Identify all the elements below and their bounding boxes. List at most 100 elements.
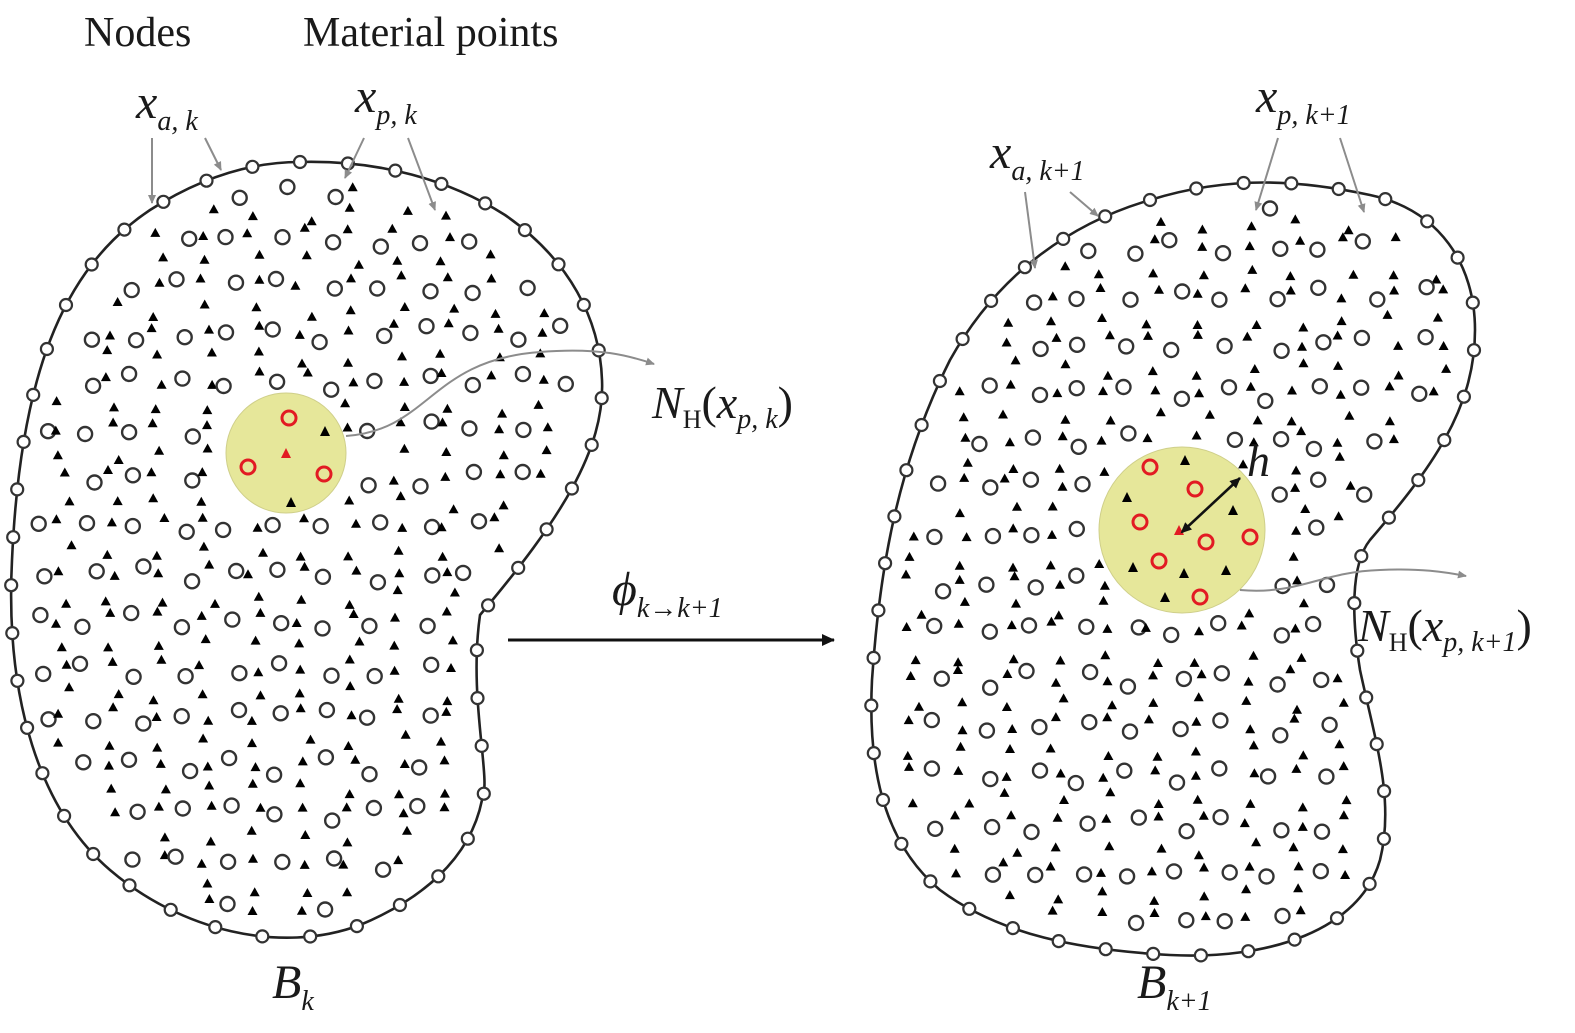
grid-node-marker [1173,390,1191,407]
material-point-marker [1012,847,1023,857]
material-point-marker [253,346,264,356]
boundary-node-marker [6,530,21,545]
grid-node-marker [557,375,574,393]
neighborhood-leader-arrow [1239,568,1467,592]
grid-node-marker [461,420,478,437]
material-point-marker [1236,620,1247,630]
material-point-marker [1107,700,1118,710]
material-point-marker [296,905,307,915]
material-point-marker [1097,313,1107,322]
material-point-marker [1393,370,1404,380]
grid-node-marker [1161,231,1178,249]
material-point-marker [1095,283,1106,292]
material-point-marker [346,710,357,720]
right-body-boundary-nodes [864,175,1482,963]
material-point-marker [1155,407,1166,417]
left-node-label: xa, k [135,76,198,137]
grid-node-marker [224,611,241,628]
material-point-marker [202,405,213,415]
material-point-marker [1297,821,1308,831]
material-point-marker [202,878,213,888]
material-point-marker [1252,415,1263,425]
material-point-marker [305,734,316,744]
grid-node-marker [127,332,145,349]
boundary-node-marker [1369,736,1384,752]
grid-node-marker [1369,291,1386,308]
material-point-marker [150,404,161,414]
material-point-marker [1432,312,1443,322]
grid-node-marker [923,760,941,777]
grid-node-marker [314,620,331,637]
point-leader-arrow [344,137,365,179]
material-point-marker [197,467,208,477]
grid-node-marker [183,573,201,590]
left-body-outline [9,160,604,940]
material-point-marker [208,204,219,214]
material-point-marker [1244,861,1255,871]
material-point-marker [1097,907,1108,916]
material-point-marker [1008,523,1019,533]
boundary-node-marker [58,297,74,313]
material-point-marker [1146,866,1157,876]
material-point-marker [1009,571,1020,581]
material-point-marker [999,473,1010,483]
material-point-marker [1248,437,1259,447]
material-point-marker [343,741,354,750]
grid-node-marker [462,324,479,342]
neighbor-node-marker [1150,552,1168,570]
material-point-marker [954,574,965,584]
material-point-marker [153,568,164,578]
material-point-marker [106,783,117,793]
material-point-marker [1153,658,1163,667]
grid-node-marker [1273,342,1290,359]
material-point-marker [961,532,972,542]
grid-node-marker [1273,627,1291,644]
material-point-marker [1191,430,1202,440]
boundary-node-marker [56,808,72,824]
material-point-marker [1104,841,1115,851]
material-point-marker [435,348,446,358]
material-point-marker [1094,559,1105,568]
material-point-marker [52,450,63,460]
material-point-marker [160,784,171,794]
material-point-marker [1099,580,1110,590]
grid-node-marker [1308,519,1325,536]
grid-node-marker [365,799,383,817]
material-point-marker [1047,905,1058,915]
grid-node-marker [1209,615,1227,632]
material-point-marker [1289,713,1300,723]
boundary-node-marker [16,434,31,449]
grid-node-marker [230,701,248,719]
material-point-marker [1441,363,1452,373]
material-point-marker [1104,330,1115,340]
material-point-marker [402,825,412,835]
material-point-marker [306,311,317,321]
material-point-marker [348,609,359,618]
right-body-material-points [901,200,1452,932]
grid-node-marker [266,806,283,823]
material-point-marker [1285,271,1296,281]
material-point-marker [197,512,208,522]
material-point-marker [1143,714,1154,724]
grid-node-marker [317,749,335,766]
grid-node-marker [223,797,240,814]
boundary-node-marker [476,786,491,801]
material-point-marker [112,496,123,506]
material-point-marker [198,541,209,551]
material-point-marker [152,606,163,616]
grid-node-marker [1258,868,1275,885]
material-point-marker [1292,704,1302,714]
material-point-marker [1192,329,1203,339]
material-point-marker [1100,650,1111,660]
grid-node-marker [419,617,436,635]
boundary-node-marker [255,929,270,944]
nodes-heading: Nodes [84,10,191,56]
boundary-node-marker [122,878,137,893]
material-point-marker [206,347,217,357]
material-point-marker [1194,626,1204,636]
left-point-label: xp, k [354,70,417,131]
material-point-marker [199,299,210,309]
material-point-marker [1337,844,1348,854]
grid-node-marker [978,722,996,739]
